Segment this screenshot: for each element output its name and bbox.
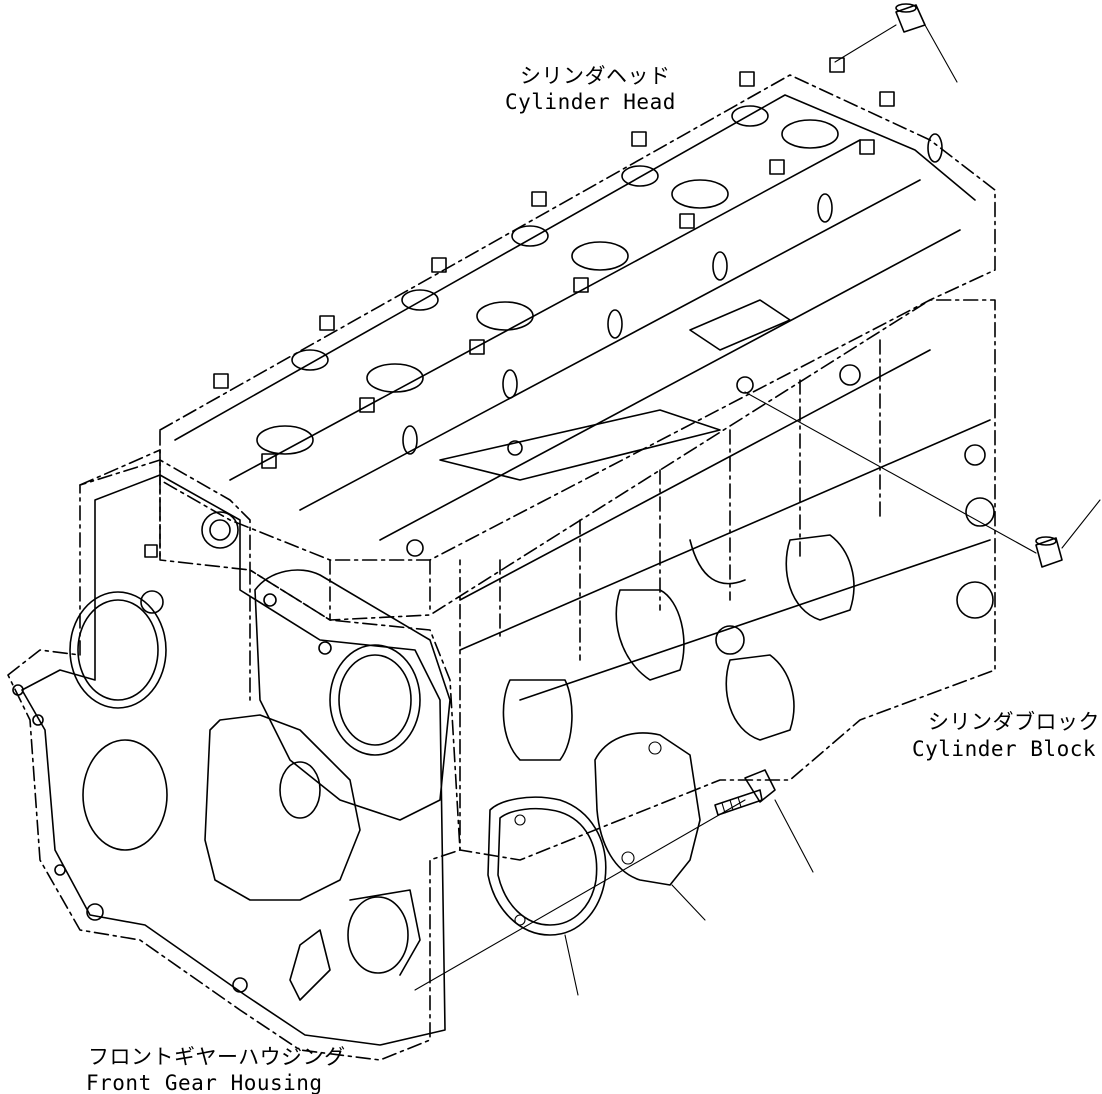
front-gear-housing-label-en: Front Gear Housing (86, 1071, 323, 1094)
cover-plate (594, 732, 701, 886)
plug-top (895, 3, 926, 33)
cylinder-block-label-ja: シリンダブロック (928, 710, 1100, 734)
cylinder-block-label-en: Cylinder Block (912, 737, 1097, 761)
front-gear-housing (7, 459, 461, 1061)
cylinder-head (159, 57, 996, 621)
cylinder-head-label-ja: シリンダヘッド (520, 64, 671, 88)
bolt (714, 769, 776, 816)
front-gear-housing-label-ja: フロントギヤーハウジング (88, 1045, 346, 1069)
cylinder-head-label-en: Cylinder Head (505, 90, 676, 114)
plug-side (1035, 536, 1063, 568)
leader-lines (414, 24, 1101, 996)
